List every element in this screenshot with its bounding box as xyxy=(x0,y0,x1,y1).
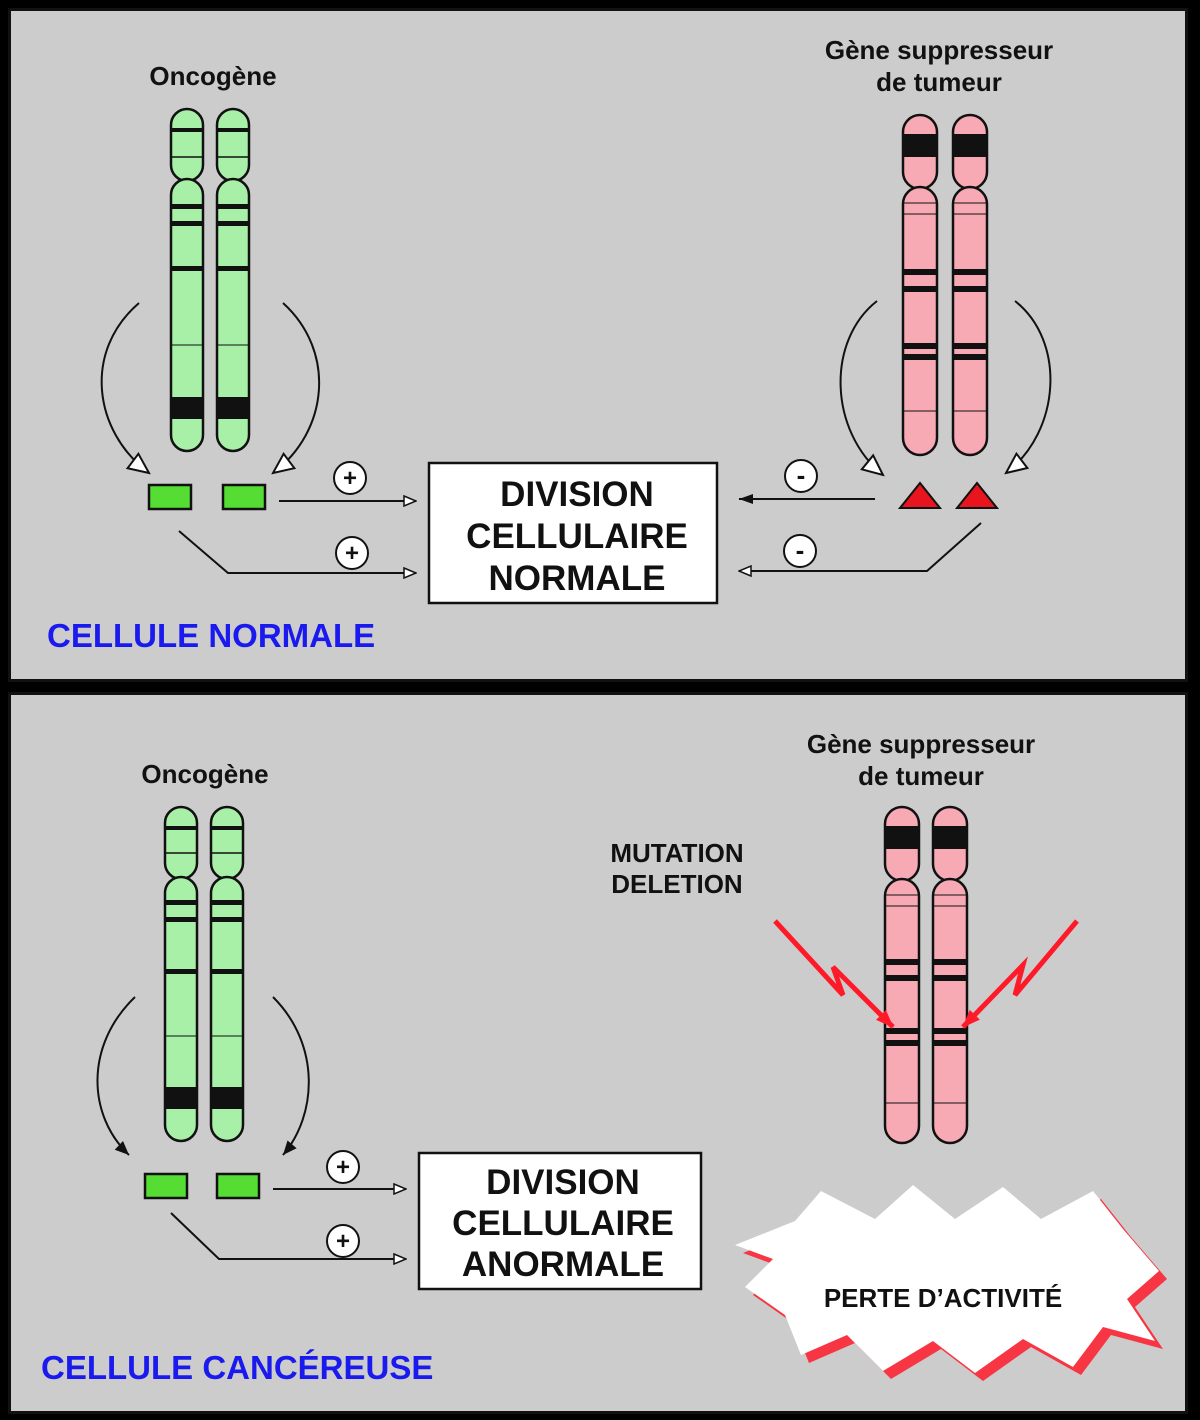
division-line3: NORMALE xyxy=(489,559,666,598)
suppressor-chromosome-right-cancer xyxy=(931,805,969,1145)
suppressor-product-left xyxy=(897,481,943,509)
normal-division-box: DIVISION CELLULAIRE NORMALE xyxy=(427,461,719,605)
plus-sign-2-cancer-text: + xyxy=(336,1228,350,1255)
oncogene-product-right-cancer xyxy=(215,1172,261,1200)
division-line2: CELLULAIRE xyxy=(466,517,688,556)
cancer-cell-diagram: Oncogène xyxy=(41,729,1167,1386)
plus-sign-2-text: + xyxy=(345,540,359,567)
suppressor-title-line2: de tumeur xyxy=(876,67,1002,97)
suppressor-chromosome-pair xyxy=(901,113,989,457)
oncogene-product-right xyxy=(221,483,267,511)
activity-loss-starburst: PERTE D’ACTIVITÉ xyxy=(735,1185,1167,1381)
abnormal-division-box: DIVISION CELLULAIRE ANORMALE xyxy=(417,1151,703,1291)
suppressor-expression-arrow-right xyxy=(1006,300,1052,473)
lightning-bolt-left-icon xyxy=(773,919,895,1029)
oncogene-expression-arrow-right-cancer xyxy=(272,996,310,1156)
suppressor-chromosome-left xyxy=(901,113,939,457)
suppressor-chromosome-right xyxy=(951,113,989,457)
activity-loss-label: PERTE D’ACTIVITÉ xyxy=(824,1283,1062,1313)
suppressor-title-line1: Gène suppresseur xyxy=(825,35,1053,65)
suppressor-chromosome-left-cancer xyxy=(883,805,921,1145)
minus-sign-2-text: - xyxy=(796,535,805,565)
inhibition-arrow-2 xyxy=(739,522,982,571)
oncogene-chromosome-right xyxy=(215,107,251,453)
cancer-cell-label: CELLULE CANCÉREUSE xyxy=(41,1349,433,1386)
abnormal-division-line1: DIVISION xyxy=(486,1163,640,1202)
oncogene-chromosome-right-cancer xyxy=(209,805,245,1143)
suppressor-chromosome-pair-cancer xyxy=(883,805,969,1145)
abnormal-division-line3: ANORMALE xyxy=(462,1245,664,1284)
normal-cell-diagram: Oncogène xyxy=(47,35,1053,654)
oncogene-chromosome-left xyxy=(169,107,205,453)
plus-sign-1-text: + xyxy=(343,465,357,492)
minus-sign-2: - xyxy=(783,534,817,568)
suppressor-expression-arrow-left xyxy=(839,300,883,475)
plus-sign-1-cancer-text: + xyxy=(336,1154,350,1181)
oncogene-chromosome-pair xyxy=(169,107,251,453)
activation-arrow-2 xyxy=(178,530,416,573)
abnormal-division-line2: CELLULAIRE xyxy=(452,1204,674,1243)
oncogene-expression-arrow-right xyxy=(273,302,321,473)
mutation-label-line2: DELETION xyxy=(611,869,742,899)
oncogene-product-left-cancer xyxy=(143,1172,189,1200)
oncogene-chromosome-left-cancer xyxy=(163,805,199,1143)
plus-sign-2: + xyxy=(335,536,369,570)
division-line1: DIVISION xyxy=(500,475,654,514)
normal-cell-label: CELLULE NORMALE xyxy=(47,617,375,654)
plus-sign-2-cancer: + xyxy=(326,1224,360,1258)
suppressor-title-line2-cancer: de tumeur xyxy=(858,761,984,791)
cancer-cell-panel: Oncogène xyxy=(8,692,1188,1414)
oncogene-expression-arrow-left-cancer xyxy=(96,996,136,1156)
oncogene-title-cancer: Oncogène xyxy=(141,759,268,789)
mutation-label-line1: MUTATION xyxy=(610,838,743,868)
oncogene-product-left xyxy=(147,483,193,511)
oncogene-expression-arrow-left xyxy=(100,302,149,473)
oncogene-chromosome-pair-cancer xyxy=(163,805,245,1143)
plus-sign-1-cancer: + xyxy=(326,1150,360,1184)
normal-cell-panel: Oncogène xyxy=(8,8,1188,682)
suppressor-product-right xyxy=(954,481,1000,509)
minus-sign-1: - xyxy=(784,459,818,493)
lightning-bolt-right-icon xyxy=(961,919,1079,1029)
oncogene-title: Oncogène xyxy=(149,61,276,91)
activation-arrow-2-cancer xyxy=(170,1212,406,1259)
minus-sign-1-text: - xyxy=(797,460,806,490)
plus-sign-1: + xyxy=(333,461,367,495)
suppressor-title-line1-cancer: Gène suppresseur xyxy=(807,729,1035,759)
